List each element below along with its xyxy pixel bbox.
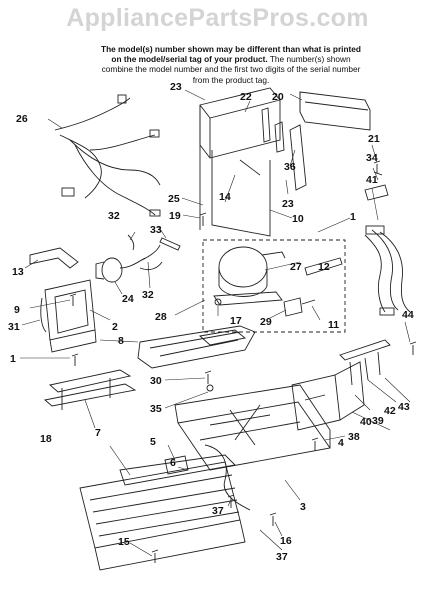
callout-17: 17 (230, 315, 242, 327)
control-box (291, 361, 365, 431)
drier (304, 257, 343, 276)
tube-32b (139, 244, 163, 271)
callout-22: 22 (240, 91, 252, 103)
tube-32a (127, 234, 135, 251)
compressor-group-box (202, 239, 346, 333)
callout-16: 16 (280, 535, 292, 547)
model-number-notice: The model(s) number shown may be differe… (96, 44, 366, 85)
callout-18: 18 (40, 433, 52, 445)
callout-32b: 32 (142, 289, 154, 301)
callout-7: 7 (95, 427, 101, 439)
capacitor (159, 237, 181, 251)
condenser-coil (79, 454, 246, 571)
callout-20: 20 (272, 91, 284, 103)
mounting-bracket (339, 339, 391, 386)
callout-9: 9 (14, 304, 20, 316)
callout-31: 31 (8, 321, 20, 333)
callout-41: 41 (366, 174, 378, 186)
notice-text: The number(s) shown combine the model nu… (101, 54, 361, 85)
leader-lines (20, 89, 411, 557)
callout-25: 25 (168, 193, 180, 205)
callout-29: 29 (260, 316, 272, 328)
callout-28: 28 (155, 311, 167, 323)
callout-23a: 23 (170, 81, 182, 93)
callout-14: 14 (219, 191, 231, 203)
notice-bold-text: The model(s) number shown may be differe… (101, 44, 361, 65)
callout-11: 11 (328, 319, 339, 331)
callout-21: 21 (368, 133, 380, 145)
strip-13 (29, 247, 79, 269)
callout-13: 13 (12, 266, 24, 278)
callout-2: 2 (112, 321, 118, 333)
evaporator-assembly (199, 87, 285, 237)
callout-32a: 32 (108, 210, 120, 222)
callout-10: 10 (292, 213, 304, 225)
defrost-heater (44, 369, 137, 410)
compressor (213, 246, 286, 306)
wiring-harness-right (364, 225, 411, 316)
fan-motor (95, 257, 146, 283)
drain-pan (137, 325, 256, 369)
callout-40: 40 (360, 416, 372, 428)
callout-19: 19 (169, 210, 181, 222)
water-line (204, 444, 251, 511)
fan-shroud (40, 279, 97, 353)
wiring-harness (54, 94, 161, 217)
callout-34: 34 (366, 152, 378, 164)
callout-30: 30 (150, 375, 162, 387)
callout-37a: 37 (212, 505, 224, 517)
callout-5: 5 (150, 436, 156, 448)
callout-6: 6 (170, 457, 176, 469)
callout-1b: 1 (10, 353, 16, 365)
machine-base (174, 384, 331, 471)
callout-37b: 37 (276, 551, 288, 563)
callout-1a: 1 (350, 211, 356, 223)
site-watermark: AppliancePartsPros.com (66, 4, 369, 32)
callout-38: 38 (348, 431, 360, 443)
callout-33: 33 (150, 224, 162, 236)
callout-42: 42 (384, 405, 396, 417)
callout-15: 15 (118, 536, 130, 548)
screw-set (69, 160, 417, 563)
callout-27: 27 (290, 261, 302, 273)
thermostat-clip (364, 171, 389, 201)
callout-44: 44 (402, 309, 414, 321)
callout-24: 24 (122, 293, 134, 305)
callout-26: 26 (16, 113, 28, 125)
callout-12: 12 (318, 261, 330, 273)
callout-4: 4 (338, 437, 344, 449)
callout-35: 35 (150, 403, 162, 415)
callout-43: 43 (398, 401, 410, 413)
callout-3: 3 (300, 501, 306, 513)
callout-8: 8 (118, 335, 124, 347)
callout-23b: 23 (282, 198, 294, 210)
callout-39: 39 (372, 415, 384, 427)
overload-relay (283, 297, 316, 317)
callout-36: 36 (284, 161, 296, 173)
drain-tray (164, 455, 189, 475)
air-duct (289, 91, 371, 191)
